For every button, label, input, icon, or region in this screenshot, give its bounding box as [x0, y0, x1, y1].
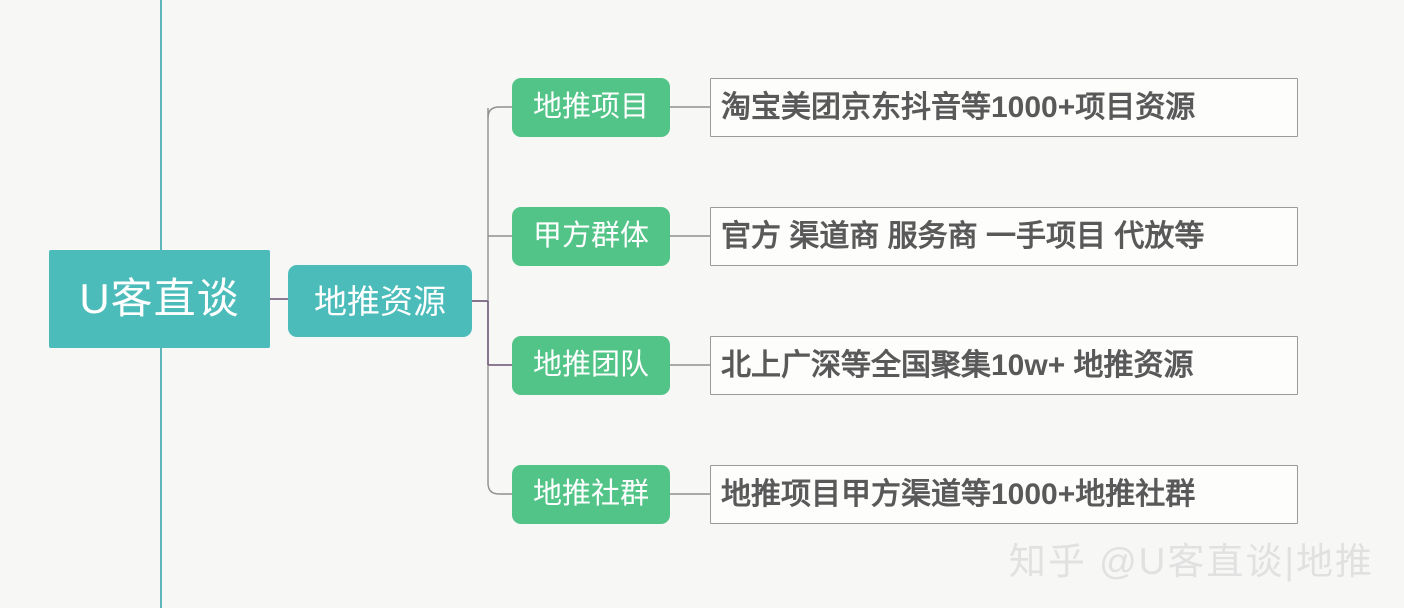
branch-node-0[interactable]: 地推项目 [512, 78, 670, 137]
branch-detail-3[interactable]: 地推项目甲方渠道等1000+地推社群 [710, 465, 1298, 524]
branch-node-2-label: 地推团队 [532, 349, 649, 381]
branch-detail-2[interactable]: 北上广深等全国聚集10w+ 地推资源 [710, 336, 1298, 395]
branch-node-1[interactable]: 甲方群体 [512, 207, 670, 266]
root-node[interactable]: U客直谈 [49, 250, 270, 348]
branch-detail-0[interactable]: 淘宝美团京东抖音等1000+项目资源 [710, 78, 1298, 137]
branch-detail-2-label: 北上广深等全国聚集10w+ 地推资源 [721, 348, 1194, 382]
watermark: 知乎 @U客直谈|地推 [1008, 541, 1374, 582]
branch-node-2[interactable]: 地推团队 [512, 336, 670, 395]
level1-node-label: 地推资源 [314, 282, 446, 320]
branch-node-0-label: 地推项目 [532, 91, 649, 123]
root-node-label: U客直谈 [79, 275, 240, 322]
branch-detail-3-label: 地推项目甲方渠道等1000+地推社群 [721, 477, 1196, 511]
branch-node-3-label: 地推社群 [532, 478, 649, 510]
branch-detail-1-label: 官方 渠道商 服务商 一手项目 代放等 [721, 219, 1205, 253]
branch-node-1-label: 甲方群体 [532, 220, 649, 252]
branch-detail-0-label: 淘宝美团京东抖音等1000+项目资源 [721, 90, 1196, 124]
branch-detail-1[interactable]: 官方 渠道商 服务商 一手项目 代放等 [710, 207, 1298, 266]
branch-node-3[interactable]: 地推社群 [512, 465, 670, 524]
level1-node-ditui-ziyuan[interactable]: 地推资源 [288, 265, 472, 337]
